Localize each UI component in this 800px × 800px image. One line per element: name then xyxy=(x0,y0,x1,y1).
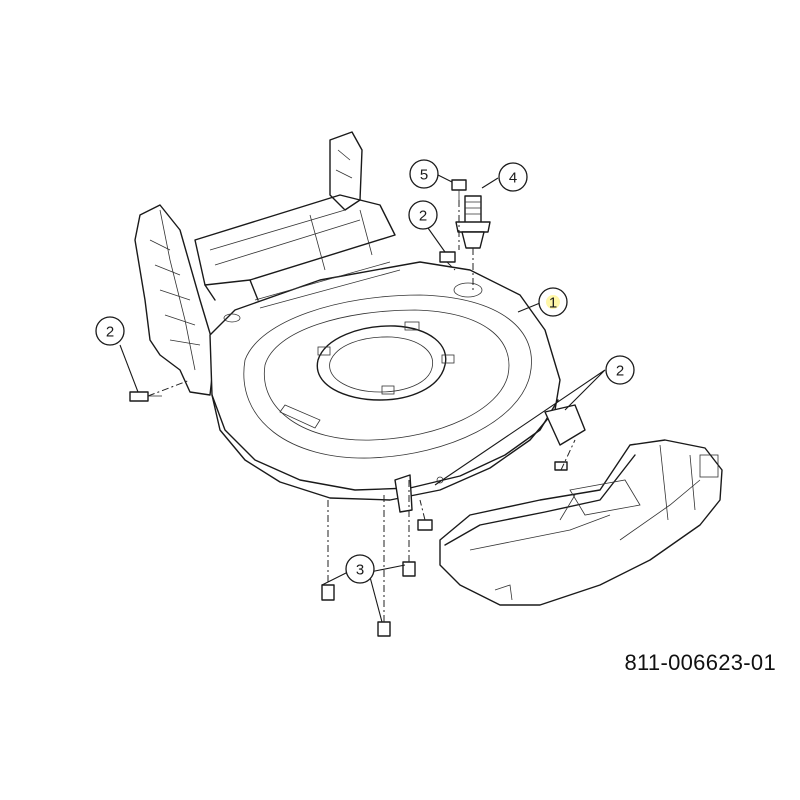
mower-deck xyxy=(209,261,586,513)
callout-1: 1 xyxy=(538,287,568,317)
bolt-2-top xyxy=(439,251,456,263)
part-number: 811-006623-01 xyxy=(624,650,776,675)
callout-3-label: 3 xyxy=(356,562,364,579)
leader-lines xyxy=(119,174,606,623)
bolt-3-group xyxy=(321,561,416,637)
handle-bracket-assembly xyxy=(134,131,396,396)
assembly-lines xyxy=(147,200,576,622)
callout-2c: 2 xyxy=(605,355,635,385)
callout-2c-label: 2 xyxy=(616,363,624,380)
callout-5-label: 5 xyxy=(420,167,428,184)
callout-2a-label: 2 xyxy=(106,324,114,341)
callout-2b: 2 xyxy=(408,200,438,230)
screw-part-5 xyxy=(451,179,467,200)
mulch-plug xyxy=(439,439,723,606)
callout-2b-label: 2 xyxy=(419,208,427,225)
bolt-2-right xyxy=(417,461,568,531)
bolt-2-left xyxy=(129,391,162,402)
callout-4: 4 xyxy=(498,162,528,192)
callout-5: 5 xyxy=(409,159,439,189)
callout-2a: 2 xyxy=(95,316,125,346)
height-adjuster-part xyxy=(455,195,491,249)
callout-4-label: 4 xyxy=(509,170,517,187)
callout-1-label: 1 xyxy=(549,295,557,312)
callout-3: 3 xyxy=(345,554,375,584)
